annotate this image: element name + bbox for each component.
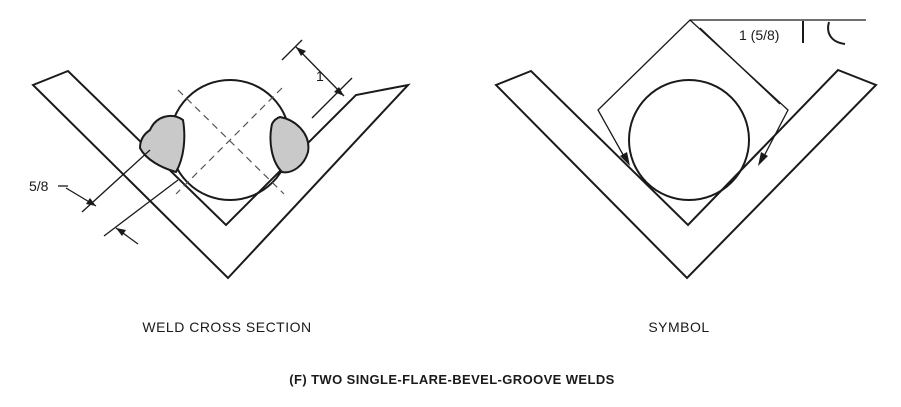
dim-58-arrow-lower xyxy=(116,228,126,236)
dim-1-arrow-top xyxy=(296,47,306,56)
symbol-arrow-left xyxy=(620,152,630,166)
dim-58-extension-a xyxy=(81,149,151,213)
dim-1-arrow-bottom xyxy=(334,87,344,96)
dim-1-extension-b xyxy=(311,77,353,119)
left-plate-profile xyxy=(31,69,411,280)
left-weld-bead xyxy=(138,114,186,174)
dim-1-label: 1 xyxy=(316,68,324,84)
right-plate-profile xyxy=(494,68,878,280)
dim-58-arrow-upper xyxy=(86,198,96,206)
symbol-arrow-right xyxy=(758,152,768,166)
dim-1-line xyxy=(295,46,345,97)
right-round-bar xyxy=(628,79,750,201)
dim-58-extension-b xyxy=(103,179,179,237)
flare-arc xyxy=(827,21,846,45)
cross-section-label: WELD CROSS SECTION xyxy=(142,319,311,335)
symbol-dim-label: 1 (5/8) xyxy=(739,27,779,43)
centerline-b xyxy=(175,87,283,195)
figure-caption: (F) TWO SINGLE-FLARE-BEVEL-GROOVE WELDS xyxy=(289,372,614,387)
symbol-dim-line xyxy=(699,27,781,105)
dim-1-extension-a xyxy=(281,39,303,61)
right-weld-bead xyxy=(269,115,310,174)
dim-58-label: 5/8 xyxy=(29,178,49,194)
symbol-view: 1 (5/8) SYMBOL xyxy=(494,19,878,335)
symbol-label: SYMBOL xyxy=(648,319,709,335)
cross-section-view: 1 5/8 WELD CROSS SECTION xyxy=(29,39,411,335)
centerline-a xyxy=(177,89,285,195)
